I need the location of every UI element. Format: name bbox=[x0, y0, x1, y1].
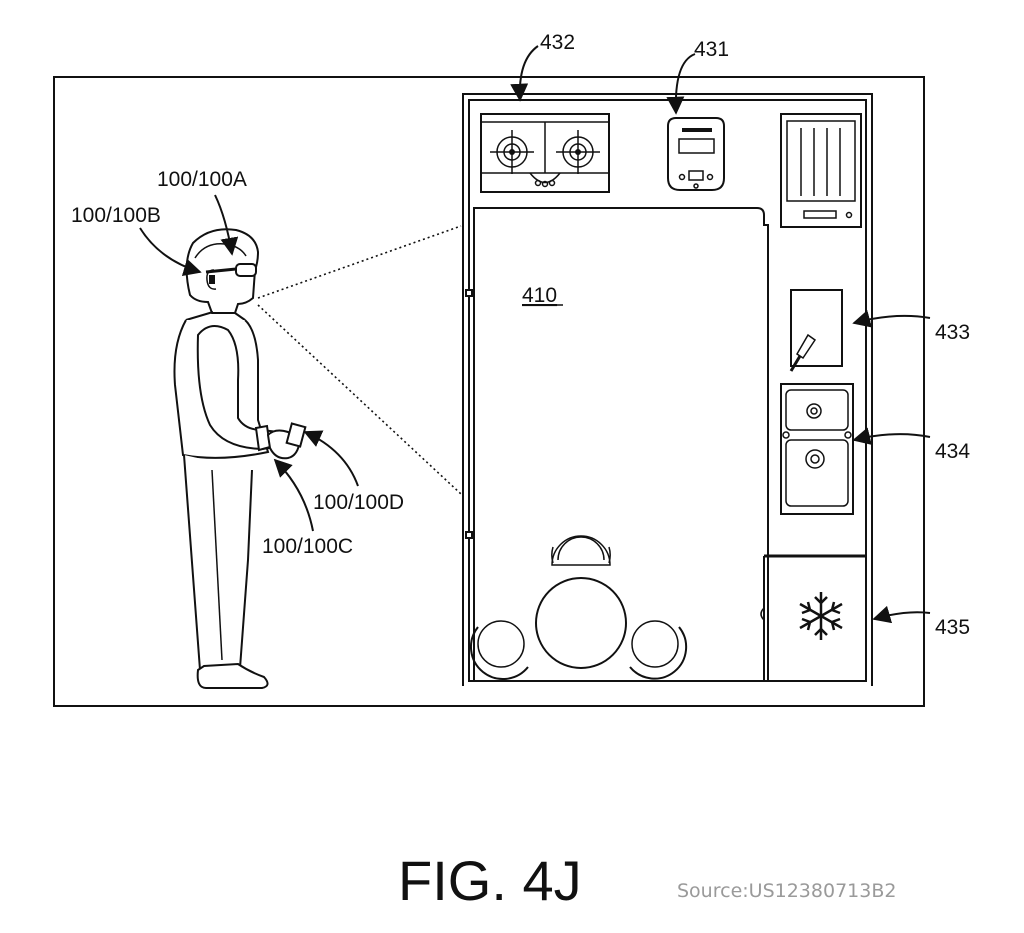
label-device-hand-c: 100/100C bbox=[262, 535, 353, 558]
stove-icon bbox=[480, 113, 610, 193]
line-of-sight-lower bbox=[257, 304, 462, 495]
label-434: 434 bbox=[935, 440, 970, 463]
label-432: 432 bbox=[540, 31, 575, 54]
cutting-board-icon bbox=[789, 289, 843, 372]
person-illustration bbox=[173, 228, 307, 689]
dining-table-icon bbox=[470, 535, 688, 680]
figure-caption: FIG. 4J bbox=[398, 849, 582, 912]
line-of-sight-upper bbox=[257, 225, 462, 299]
source-reference: Source:US12380713B2 bbox=[677, 880, 896, 902]
oven-icon bbox=[780, 113, 862, 228]
label-device-hand-d: 100/100D bbox=[313, 491, 404, 514]
snowflake-icon bbox=[799, 592, 843, 640]
label-431: 431 bbox=[694, 38, 729, 61]
label-433: 433 bbox=[935, 321, 970, 344]
rice-cooker-icon bbox=[667, 117, 725, 191]
leader-arrows bbox=[139, 45, 931, 624]
sink-icon bbox=[780, 383, 854, 515]
figure-frame bbox=[53, 76, 925, 707]
label-room: 410 bbox=[522, 284, 557, 307]
label-435: 435 bbox=[935, 616, 970, 639]
label-device-glasses: 100/100A bbox=[157, 168, 247, 191]
label-device-earpiece: 100/100B bbox=[71, 204, 161, 227]
